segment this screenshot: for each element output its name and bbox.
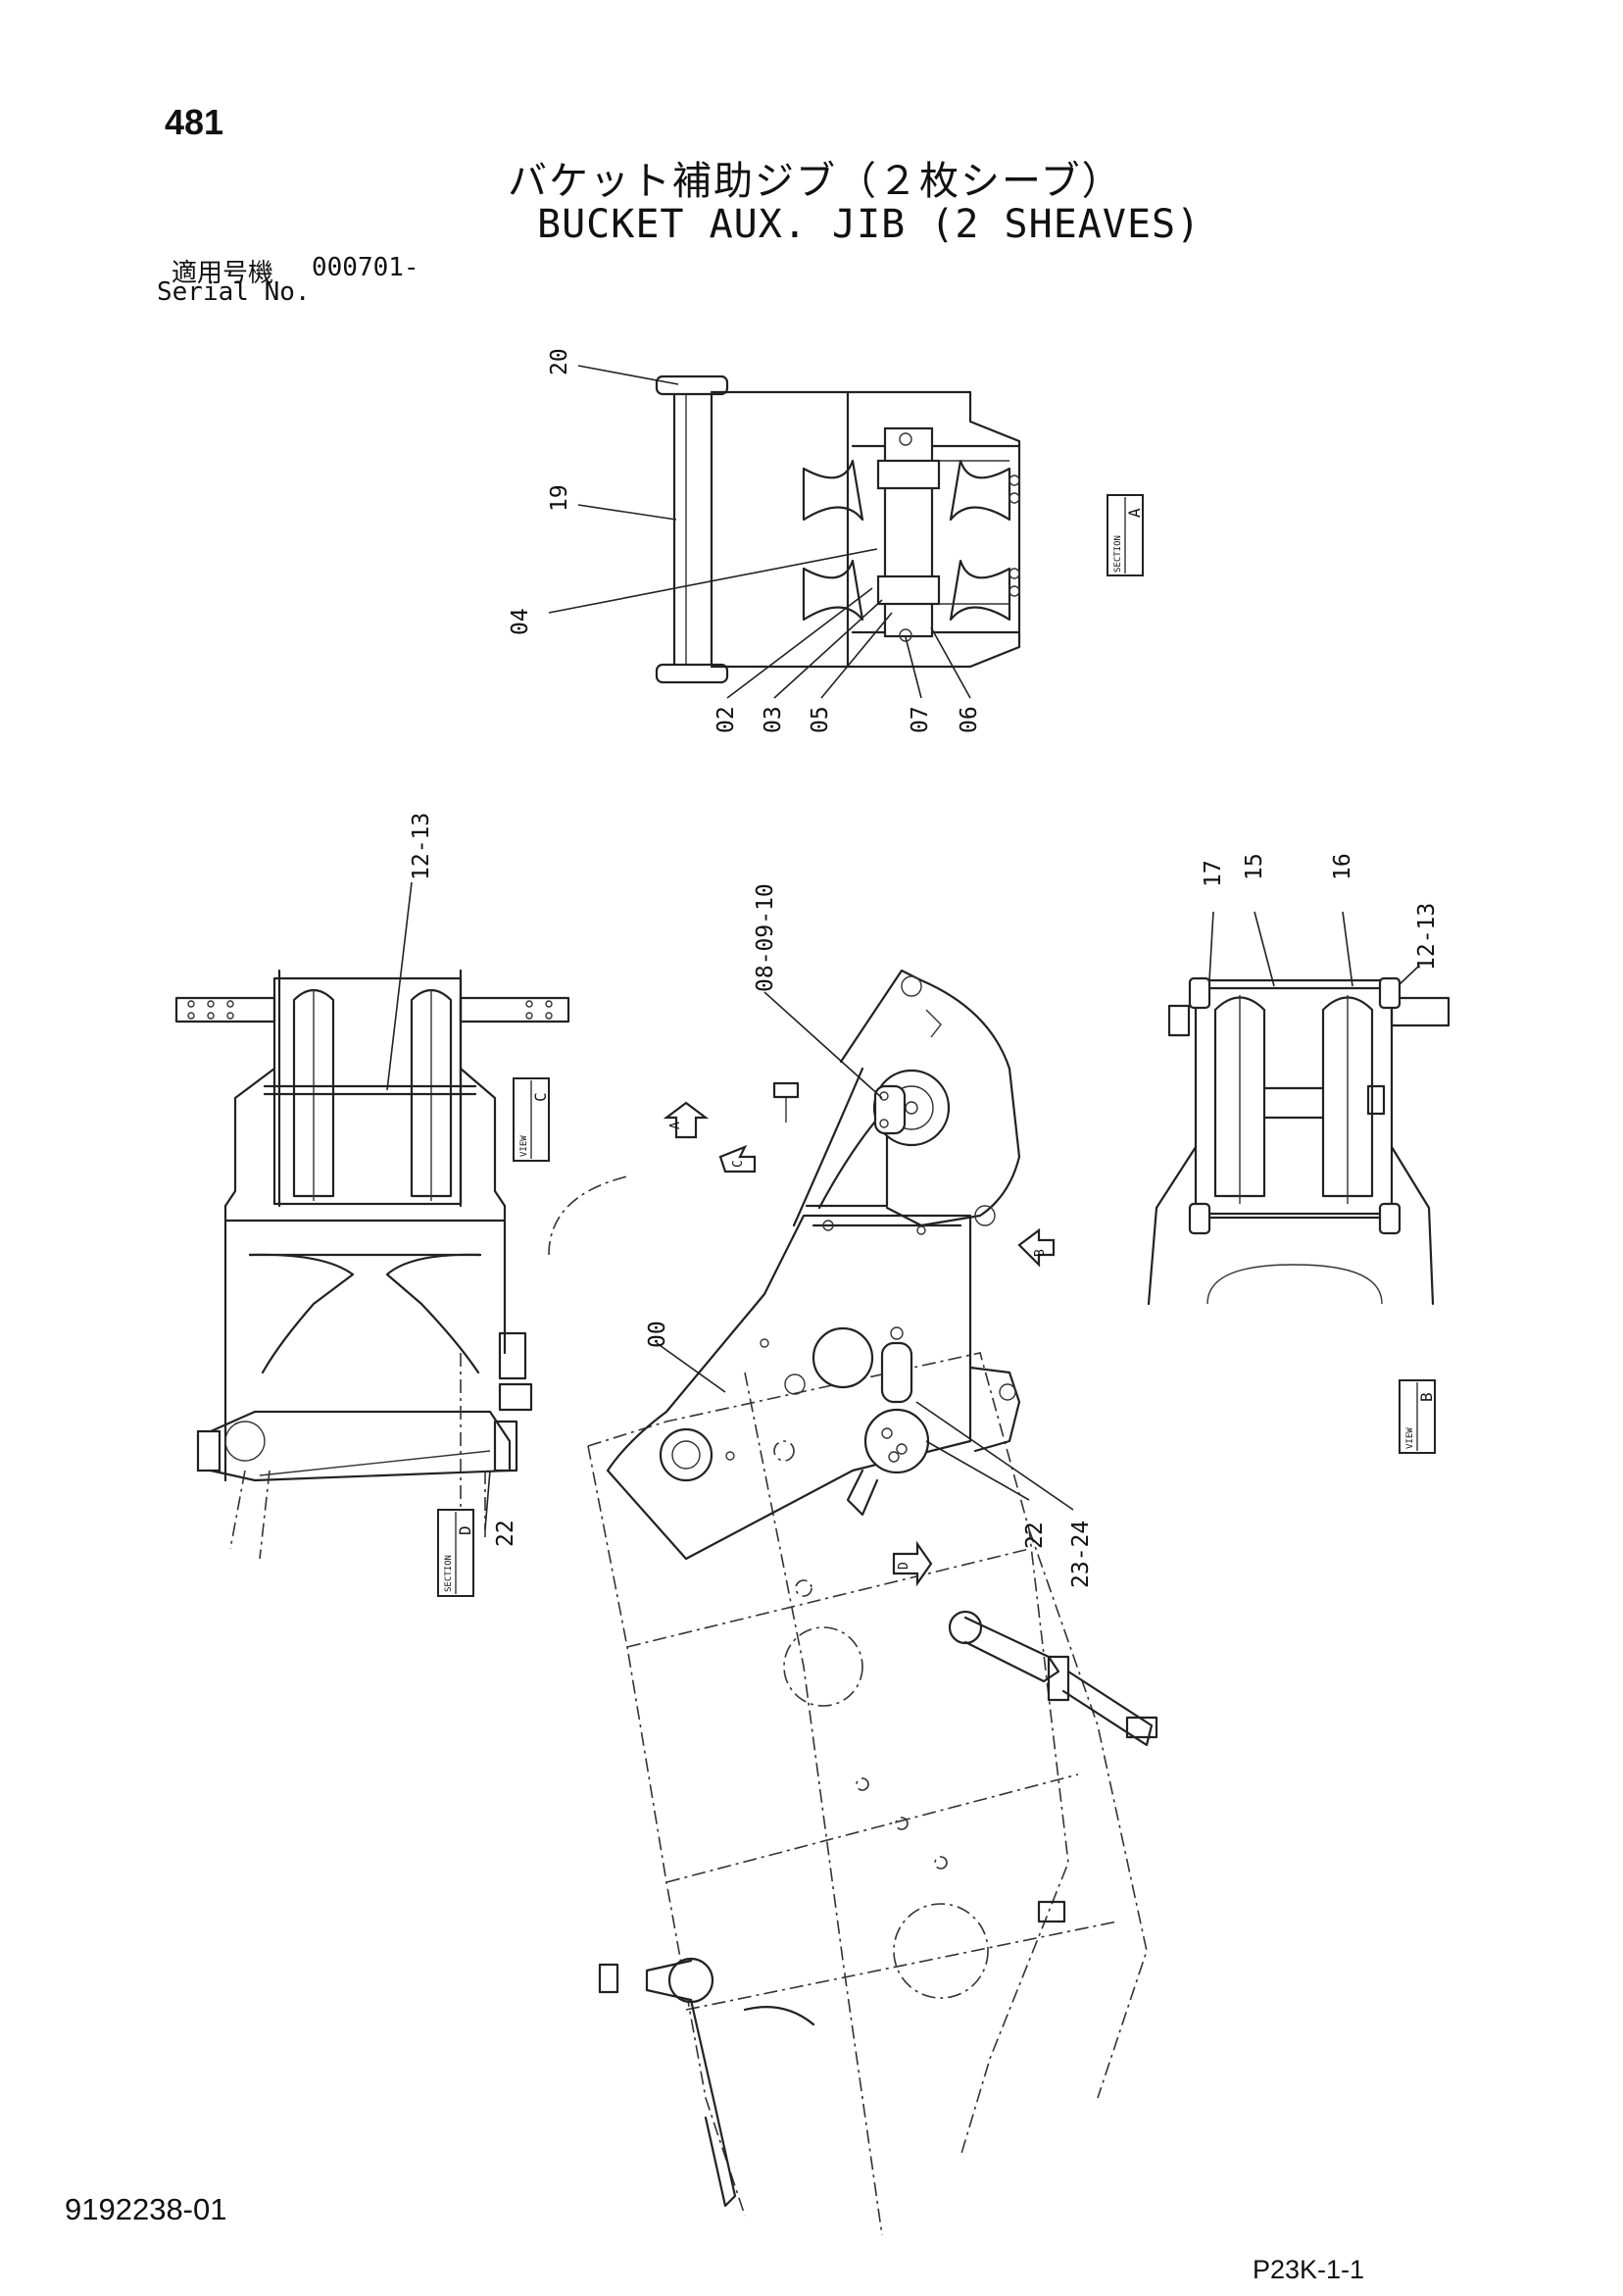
view-b-callouts: 17 15 16 12-13: [1201, 853, 1440, 971]
title-japanese: バケット補助ジブ（２枚シーブ）: [508, 159, 1123, 204]
callout-08-09-10: 08-09-10: [753, 883, 778, 992]
tag-view-c: VIEW C: [513, 1077, 550, 1162]
callout-20: 20: [547, 348, 572, 375]
section-a-assembly: [655, 374, 1021, 684]
svg-text:C: C: [731, 1160, 746, 1168]
svg-text:B: B: [1033, 1249, 1048, 1257]
main-callouts: 08-09-10 00 22 23-24: [645, 883, 1094, 1588]
view-arrow-letters: A C B D: [668, 1122, 1048, 1570]
callout-22-left: 22: [493, 1520, 518, 1547]
callout-04: 04: [508, 608, 533, 635]
svg-text:SECTION: SECTION: [1113, 535, 1123, 573]
callout-03: 03: [761, 706, 786, 733]
svg-text:A: A: [1125, 508, 1144, 518]
callout-19: 19: [547, 484, 572, 512]
page-code: P23K-1-1: [1253, 2255, 1365, 2284]
serial-label-english: Serial No.: [157, 277, 311, 307]
tag-section-d: SECTION D: [437, 1509, 474, 1597]
view-c-assembly: [174, 969, 570, 1560]
main-leaders: [656, 991, 1074, 1511]
section-a-callouts: 20 19 04 02 03 05 07 06: [508, 348, 982, 733]
svg-text:SECTION: SECTION: [444, 1555, 454, 1592]
svg-text:A: A: [668, 1122, 683, 1129]
callout-22-main: 22: [1022, 1522, 1048, 1549]
title-english: BUCKET AUX. JIB (2 SHEAVES): [537, 202, 1202, 247]
svg-text:VIEW: VIEW: [1405, 1427, 1415, 1449]
callout-05: 05: [808, 706, 833, 733]
serial-label-japanese: 適用号機: [172, 259, 274, 288]
svg-text:VIEW: VIEW: [519, 1135, 529, 1157]
callout-00: 00: [645, 1321, 670, 1348]
section-a-leaders: [548, 365, 971, 699]
view-b-leaders: [1208, 911, 1420, 987]
main-assembly: [548, 969, 1158, 2236]
serial-value: 000701-: [312, 253, 419, 282]
page-number: 481: [165, 102, 224, 142]
view-b-assembly: [1147, 976, 1451, 1306]
tag-section-a: SECTION A: [1107, 494, 1144, 576]
svg-text:B: B: [1417, 1392, 1436, 1402]
document-number: 9192238-01: [65, 2192, 227, 2226]
callout-12-13-left: 12-13: [409, 813, 434, 880]
callout-12-13-right: 12-13: [1414, 903, 1440, 971]
callout-06: 06: [957, 706, 982, 733]
svg-text:D: D: [456, 1525, 474, 1535]
callout-17: 17: [1201, 860, 1226, 887]
view-c-leaders: [386, 881, 491, 1530]
view-c-callouts: 12-13 22: [409, 813, 518, 1547]
svg-text:D: D: [897, 1562, 911, 1570]
callout-15: 15: [1242, 853, 1267, 880]
callout-16: 16: [1330, 853, 1355, 880]
callout-23-24: 23-24: [1068, 1521, 1094, 1588]
callout-07: 07: [908, 706, 933, 733]
svg-text:C: C: [531, 1092, 550, 1102]
callout-02: 02: [713, 706, 739, 733]
tag-view-b: VIEW B: [1399, 1379, 1436, 1454]
